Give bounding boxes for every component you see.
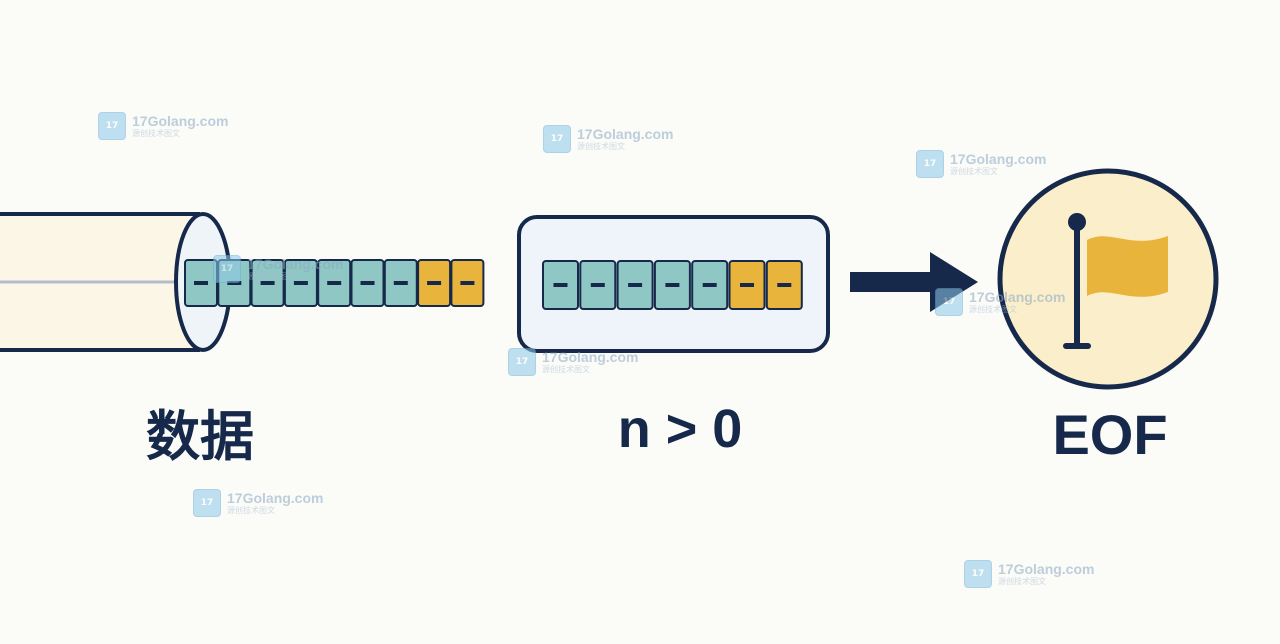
watermark-name: 17Golang.com	[227, 490, 324, 506]
buffer-cell-teal	[653, 260, 691, 310]
pipe-cell-teal	[250, 259, 285, 307]
watermark-sub: 源创技术图文	[227, 506, 275, 515]
watermark-sub: 源创技术图文	[542, 365, 590, 374]
label-eof: EOF	[1052, 403, 1168, 466]
watermark-logo-icon: 17	[508, 348, 536, 376]
watermark-name: 17Golang.com	[542, 349, 639, 365]
buffer-cell-teal	[691, 260, 729, 310]
watermark-logo-icon: 17	[193, 489, 221, 517]
buffer-cell-teal	[579, 260, 617, 310]
eof-marker	[997, 168, 1219, 390]
watermark-logo-icon: 17	[98, 112, 126, 140]
pipe-cell-teal	[350, 259, 385, 307]
pipe-cell-teal	[317, 259, 352, 307]
pipe-cell-yellow	[417, 259, 452, 307]
watermark-name: 17Golang.com	[577, 126, 674, 142]
pipe-data-stream	[184, 259, 485, 307]
watermark-sub: 源创技术图文	[247, 272, 295, 281]
buffer-cell-teal	[542, 260, 579, 310]
watermark-sub: 源创技术图文	[577, 142, 625, 151]
data-pipe	[0, 212, 232, 352]
watermark-sub: 源创技术图文	[998, 577, 1046, 586]
watermark-name: 17Golang.com	[969, 289, 1066, 305]
watermark-logo-icon: 17	[935, 288, 963, 316]
watermark-name: 17Golang.com	[998, 561, 1095, 577]
watermark-logo-icon: 17	[543, 125, 571, 153]
pipe-cell-teal	[283, 259, 318, 307]
buffer-data-stream	[542, 260, 803, 310]
watermark-name: 17Golang.com	[247, 256, 344, 272]
pipe-cell-teal	[383, 259, 418, 307]
watermark-logo-icon: 17	[964, 560, 992, 588]
watermark-logo-icon: 17	[213, 255, 241, 283]
buffer-cell-teal	[616, 260, 654, 310]
watermark-sub: 源创技术图文	[950, 167, 998, 176]
watermark-sub: 源创技术图文	[132, 129, 180, 138]
label-data: 数据	[146, 405, 254, 468]
watermark-name: 17Golang.com	[950, 151, 1047, 167]
watermark-sub: 源创技术图文	[969, 305, 1017, 314]
buffer-cell-yellow	[728, 260, 766, 310]
watermark-logo-icon: 17	[916, 150, 944, 178]
pipe-cell-teal	[184, 259, 218, 307]
buffer-cell-yellow	[765, 260, 803, 310]
flag-icon	[1063, 213, 1168, 349]
label-n-greater-zero: n > 0	[617, 399, 743, 459]
pipe-cell-yellow	[450, 259, 485, 307]
watermark-name: 17Golang.com	[132, 113, 229, 129]
